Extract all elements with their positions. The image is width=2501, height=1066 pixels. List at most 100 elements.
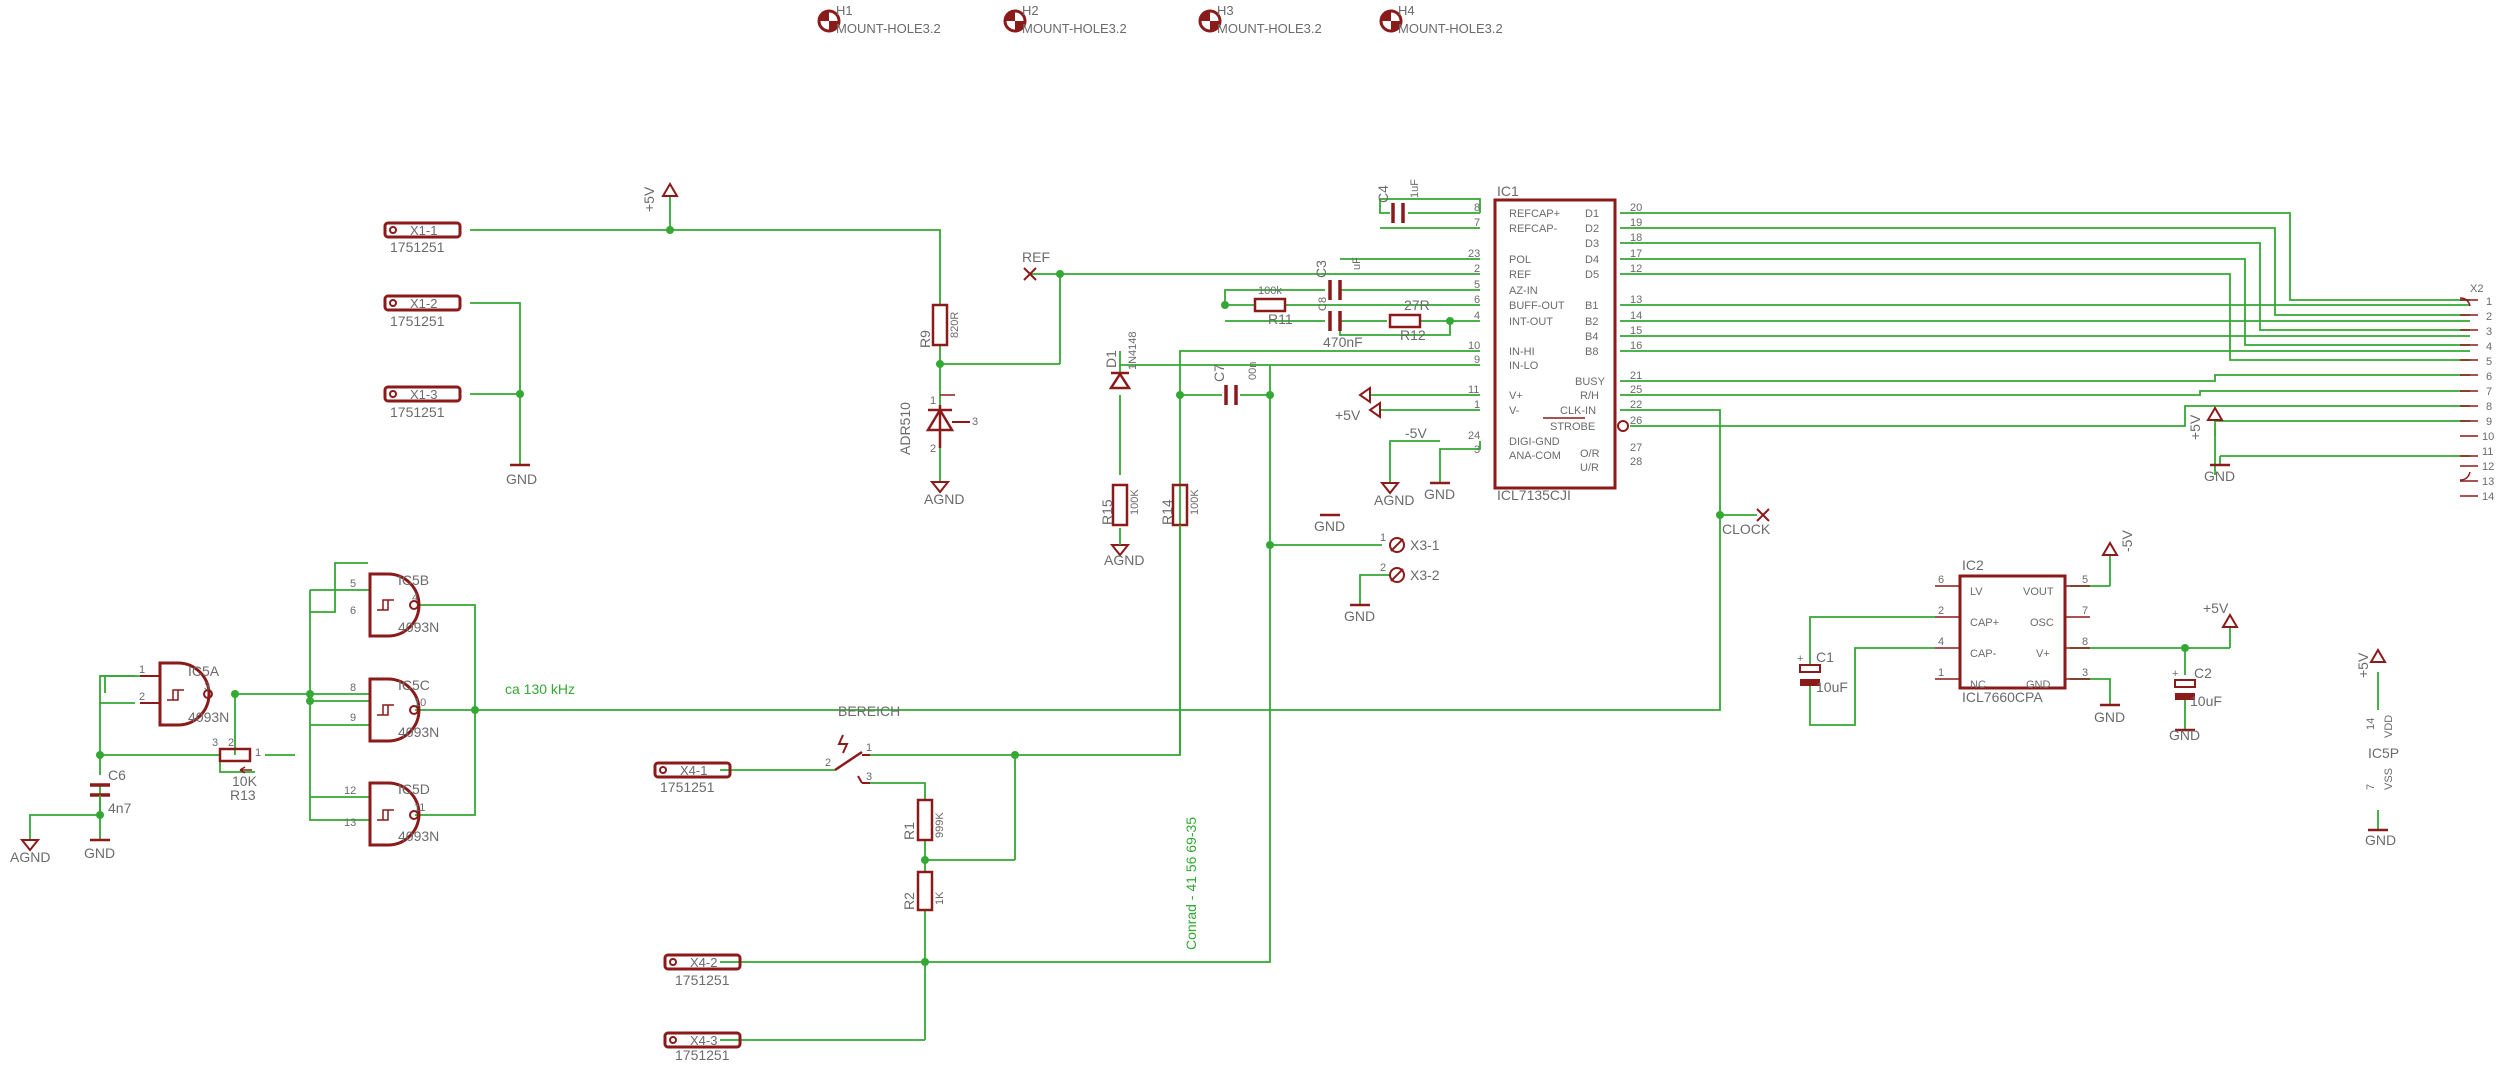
r13-pin: 3 xyxy=(212,737,218,749)
supply-minus5-ic2: -5V xyxy=(2101,530,2135,556)
c1-ref: C1 xyxy=(1816,649,1834,665)
wires xyxy=(29,196,2470,1041)
connector-name: X1-1 xyxy=(410,223,437,238)
ic5p-pin: 14 xyxy=(2365,718,2377,730)
ic1-pin-num: 14 xyxy=(1630,310,1642,322)
x2-pin-num: 4 xyxy=(2486,341,2492,353)
ic2-pin-num: 3 xyxy=(2082,667,2088,679)
ic5p-vss: VSS xyxy=(2383,768,2395,790)
ic1-pin-name: B1 xyxy=(1585,300,1598,312)
ic1-pin-name: O/R xyxy=(1580,448,1600,460)
supply-label: -5V xyxy=(1405,425,1427,441)
net-ref: REF xyxy=(1022,249,1050,281)
ic2-pin-num: 7 xyxy=(2082,605,2088,617)
gnd-label: GND xyxy=(2204,468,2235,484)
mount-hole-h3: H3 MOUNT-HOLE3.2 xyxy=(1198,3,1322,36)
mount-hole-h2: H2 MOUNT-HOLE3.2 xyxy=(1003,3,1127,36)
ic2-pin-name: GND xyxy=(2026,679,2051,691)
ic2-value: ICL7660CPA xyxy=(1962,689,2043,705)
c2-value: 10uF xyxy=(2190,693,2222,709)
ic1-pin-num: 24 xyxy=(1468,430,1480,442)
gate-value: 4093N xyxy=(398,619,439,635)
connector-part: 1751251 xyxy=(660,779,715,795)
ic1-pin-name: D5 xyxy=(1585,269,1599,281)
ic1-pin-num: 6 xyxy=(1474,294,1480,306)
supply-label: +5V xyxy=(2355,652,2371,678)
pad-x3-1: 1 X3-1 xyxy=(1380,532,1440,553)
gate-ic5c: 8 9 10 IC5C 4093N xyxy=(350,677,439,743)
ic1-pin-num: 9 xyxy=(1474,354,1480,366)
c7-ref: C7 xyxy=(1211,364,1227,382)
d1-value: 1N4148 xyxy=(1127,331,1139,370)
c6-value: 4n7 xyxy=(108,800,132,816)
pad-x3-2: 2 X3-2 xyxy=(1380,562,1440,583)
resistor-r12: 27R R12 xyxy=(1388,297,1430,343)
ic2-pin-num: 1 xyxy=(1938,667,1944,679)
gate-value: 4093N xyxy=(188,709,229,725)
net-clock-label: CLOCK xyxy=(1722,521,1771,537)
r1-value: 999K xyxy=(934,812,946,838)
r15-ref: R15 xyxy=(1099,499,1115,525)
ic1-pin-name: BUSY xyxy=(1575,376,1606,388)
r13-pin: 2 xyxy=(228,737,234,749)
ic1-right-pin-labels: D1 20 D2 19 D3 18 D4 17 D5 12 B1 13 B2 1… xyxy=(1550,202,1642,474)
ic2-pin-name: CAP- xyxy=(1970,648,1997,660)
supply-plus5-ic5p: +5V xyxy=(2355,648,2387,678)
r9-value: 820R xyxy=(949,312,961,338)
mount-hole-value: MOUNT-HOLE3.2 xyxy=(1398,21,1503,36)
pad-label: X3-2 xyxy=(1410,567,1440,583)
gate-ic5b: 5 6 4 IC5B 4093N xyxy=(350,572,439,638)
ic1-pin-name: IN-LO xyxy=(1509,360,1539,372)
ic1-pin-name: POL xyxy=(1509,254,1531,266)
ic1-pin-num: 21 xyxy=(1630,370,1642,382)
mount-hole-value: MOUNT-HOLE3.2 xyxy=(1217,21,1322,36)
gnd-x3: GND xyxy=(1344,603,1375,624)
gnd-label: GND xyxy=(1344,608,1375,624)
gate-value: 4093N xyxy=(398,828,439,844)
ic2-pin-name: CAP+ xyxy=(1970,617,1999,629)
adr-value: ADR510 xyxy=(897,402,913,455)
connector-x1-1: X1-1 1751251 xyxy=(383,221,462,255)
connector-name: X4-3 xyxy=(690,1033,717,1048)
supply-label: +5V xyxy=(641,186,657,212)
switch-label: BEREICH xyxy=(838,703,900,719)
gnd-c6: GND xyxy=(84,838,115,861)
pad-pin: 1 xyxy=(1380,532,1386,544)
x2-pin-num: 11 xyxy=(2482,446,2493,458)
supply-plus5-x2: +5V xyxy=(2187,406,2224,440)
ic5p-ref: IC5P xyxy=(2368,745,2399,761)
gnd-label: GND xyxy=(1424,486,1455,502)
resistor-r9: R9 820R xyxy=(917,303,961,348)
c6-ref: C6 xyxy=(108,767,126,783)
ic1-pin-num: 4 xyxy=(1474,310,1480,322)
agnd-adr: AGND xyxy=(924,481,964,507)
r2-value: 1K xyxy=(934,891,946,905)
c8-ref: C8 xyxy=(1317,297,1329,311)
gate-ref: IC5A xyxy=(188,663,220,679)
ic1-pin-name: INT-OUT xyxy=(1509,316,1553,328)
supply-vminus: -5V xyxy=(1368,401,1427,441)
gate-pin: 13 xyxy=(344,817,356,829)
ic2-pin-name: VOUT xyxy=(2023,586,2054,598)
connector-part: 1751251 xyxy=(675,1047,730,1063)
net-ref-label: REF xyxy=(1022,249,1050,265)
gate-pin: 1 xyxy=(139,664,145,676)
agnd-r15: AGND xyxy=(1104,528,1144,568)
ic1-pin-name: B4 xyxy=(1585,331,1598,343)
ic1-pin-num: 28 xyxy=(1630,456,1642,468)
ic2-pin-num: 5 xyxy=(2082,574,2088,586)
ic2-pin-num: 2 xyxy=(1938,605,1944,617)
ic1-pin-num: 23 xyxy=(1468,248,1480,260)
mount-hole-value: MOUNT-HOLE3.2 xyxy=(836,21,941,36)
supply-label: +5V xyxy=(1335,407,1361,423)
resistor-r14: R14 100K xyxy=(1159,483,1201,755)
svg-text:+: + xyxy=(2172,668,2178,680)
ic1-pin-num: 11 xyxy=(1468,384,1479,396)
ic2-pin-name: V+ xyxy=(2036,648,2050,660)
gate-pin: 4 xyxy=(412,592,418,604)
x2-pin-num: 1 xyxy=(2486,296,2492,308)
supply-vplus: +5V xyxy=(1335,386,1371,423)
ic1-icl7135: IC1 ICL7135CJI 8 REFCAP+ 7 REFCAP- 23 PO… xyxy=(1468,183,1642,503)
r15-value: 100K xyxy=(1129,489,1141,515)
